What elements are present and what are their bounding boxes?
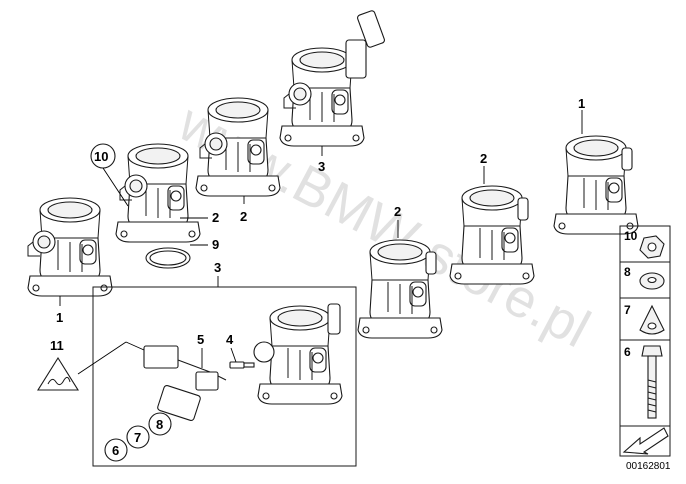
gasket-ring: [145, 247, 191, 269]
callout-3-top: 3: [318, 159, 325, 174]
throttle-body-assembly: [253, 303, 343, 405]
callout-7: 7: [134, 430, 141, 445]
gasket-icon: [639, 304, 665, 335]
throttle-body-a: [115, 143, 201, 243]
assembly-box: [92, 286, 357, 467]
throttle-body-left: [27, 197, 113, 297]
nut-icon: [639, 235, 665, 259]
callout-group-678: 6 7 8: [104, 412, 172, 462]
diagram-number: 00162801: [626, 461, 671, 472]
callout-2-c: 2: [394, 204, 401, 219]
callout-1-right: 1: [578, 96, 585, 111]
legend-panel: 10 8 7 6 00162801: [619, 225, 671, 472]
callout-2-a: 2: [212, 210, 219, 225]
callout-4: 4: [226, 332, 234, 347]
direction-arrow-icon: [622, 427, 669, 455]
callout-10: 10: [94, 149, 108, 164]
callout-11: 11: [50, 338, 64, 353]
callout-9: 9: [212, 237, 219, 252]
callout-8: 8: [156, 417, 163, 432]
callout-3-box: 3: [214, 260, 221, 275]
callout-5: 5: [197, 332, 204, 347]
throttle-body-c: [279, 10, 385, 147]
callout-1-left: 1: [56, 310, 63, 325]
sensor-part: [143, 345, 227, 422]
warning-triangle-icon: [37, 356, 79, 391]
washer-icon: [639, 272, 665, 290]
legend-label-10: 10: [624, 229, 638, 243]
callout-2-d: 2: [480, 151, 487, 166]
screw-part: [229, 361, 255, 369]
callout-6: 6: [112, 443, 119, 458]
throttle-body-right-3: [553, 135, 639, 235]
callout-2-b: 2: [240, 209, 247, 224]
legend-label-7: 7: [624, 303, 631, 317]
legend-label-8: 8: [624, 265, 631, 279]
bolt-icon: [641, 345, 663, 419]
throttle-body-right-2: [449, 185, 535, 285]
throttle-body-right-1: [357, 239, 443, 339]
legend-label-6: 6: [624, 345, 631, 359]
